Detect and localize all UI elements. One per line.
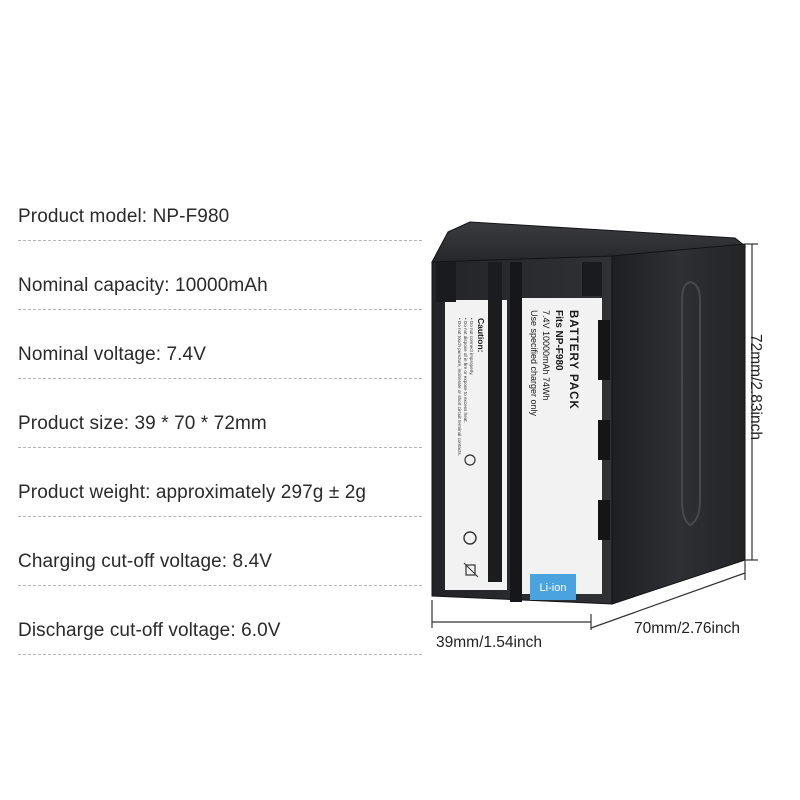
spec-size: Product size: 39 * 70 * 72mm	[18, 413, 267, 434]
bin-icon	[465, 564, 476, 576]
dim-depth-line	[590, 572, 746, 629]
battery-rail-left	[488, 262, 502, 582]
li-ion-badge	[530, 574, 576, 600]
battery-notch-5	[598, 500, 610, 540]
spec-row-weight: Product weight: approximately 297g ± 2g	[18, 448, 422, 517]
battery-notch-3	[598, 320, 610, 380]
caution-line-1: • Do not connect improperly.	[469, 318, 474, 375]
spec-voltage: Nominal voltage: 7.4V	[18, 344, 206, 365]
dimension-depth-label: 70mm/2.76inch	[634, 620, 740, 637]
battery-rail-mid	[510, 262, 522, 602]
ce-icon	[464, 454, 476, 466]
spec-row-capacity: Nominal capacity: 10000mAh	[18, 241, 422, 310]
dimension-width-label: 39mm/1.54inch	[436, 634, 542, 651]
battery-caution-text: Caution: • Do not connect improperly. • …	[457, 318, 486, 456]
caution-line-3: • Do not touch puncture, incinerate or s…	[457, 318, 462, 456]
certification-icons	[463, 454, 479, 578]
li-ion-text: Li-ion	[540, 582, 567, 594]
battery-notch-4	[598, 420, 610, 460]
battery-notch-1	[436, 262, 456, 302]
label-fits: Fits NP-F980	[553, 310, 564, 371]
battery-side-groove	[681, 280, 701, 527]
spec-row-model: Product model: NP-F980	[18, 176, 422, 241]
spec-list: Product model: NP-F980 Nominal capacity:…	[18, 176, 422, 655]
spec-capacity: Nominal capacity: 10000mAh	[18, 275, 268, 296]
spec-model: Product model: NP-F980	[18, 206, 230, 227]
spec-discharge-voltage: Discharge cut-off voltage: 6.0V	[18, 620, 281, 641]
battery-side-face	[611, 243, 746, 605]
battery-notch-2	[582, 262, 602, 296]
dimension-lines	[431, 243, 758, 630]
label-title: BATTERY PACK	[567, 310, 579, 410]
spec-row-voltage: Nominal voltage: 7.4V	[18, 310, 422, 379]
label-rating: 7.4V 10000mAh 74Wh	[541, 310, 551, 401]
spec-row-charging-voltage: Charging cut-off voltage: 8.4V	[18, 517, 422, 586]
spec-weight: Product weight: approximately 297g ± 2g	[18, 482, 367, 503]
spec-row-size: Product size: 39 * 70 * 72mm	[18, 379, 422, 448]
battery-label-right	[522, 298, 602, 594]
caution-title: Caution:	[476, 318, 486, 353]
dimension-height-label: 72mm/2.83inch	[747, 334, 764, 440]
spec-charging-voltage: Charging cut-off voltage: 8.4V	[18, 551, 273, 572]
recycle-icon	[463, 531, 477, 545]
label-charger: Use specified charger only	[529, 310, 539, 417]
caution-line-2: • Do not dispose of in fire or expose to…	[463, 318, 468, 423]
battery-label-text: BATTERY PACK Fits NP-F980 7.4V 10000mAh …	[529, 310, 579, 417]
spec-row-discharge-voltage: Discharge cut-off voltage: 6.0V	[18, 586, 422, 655]
